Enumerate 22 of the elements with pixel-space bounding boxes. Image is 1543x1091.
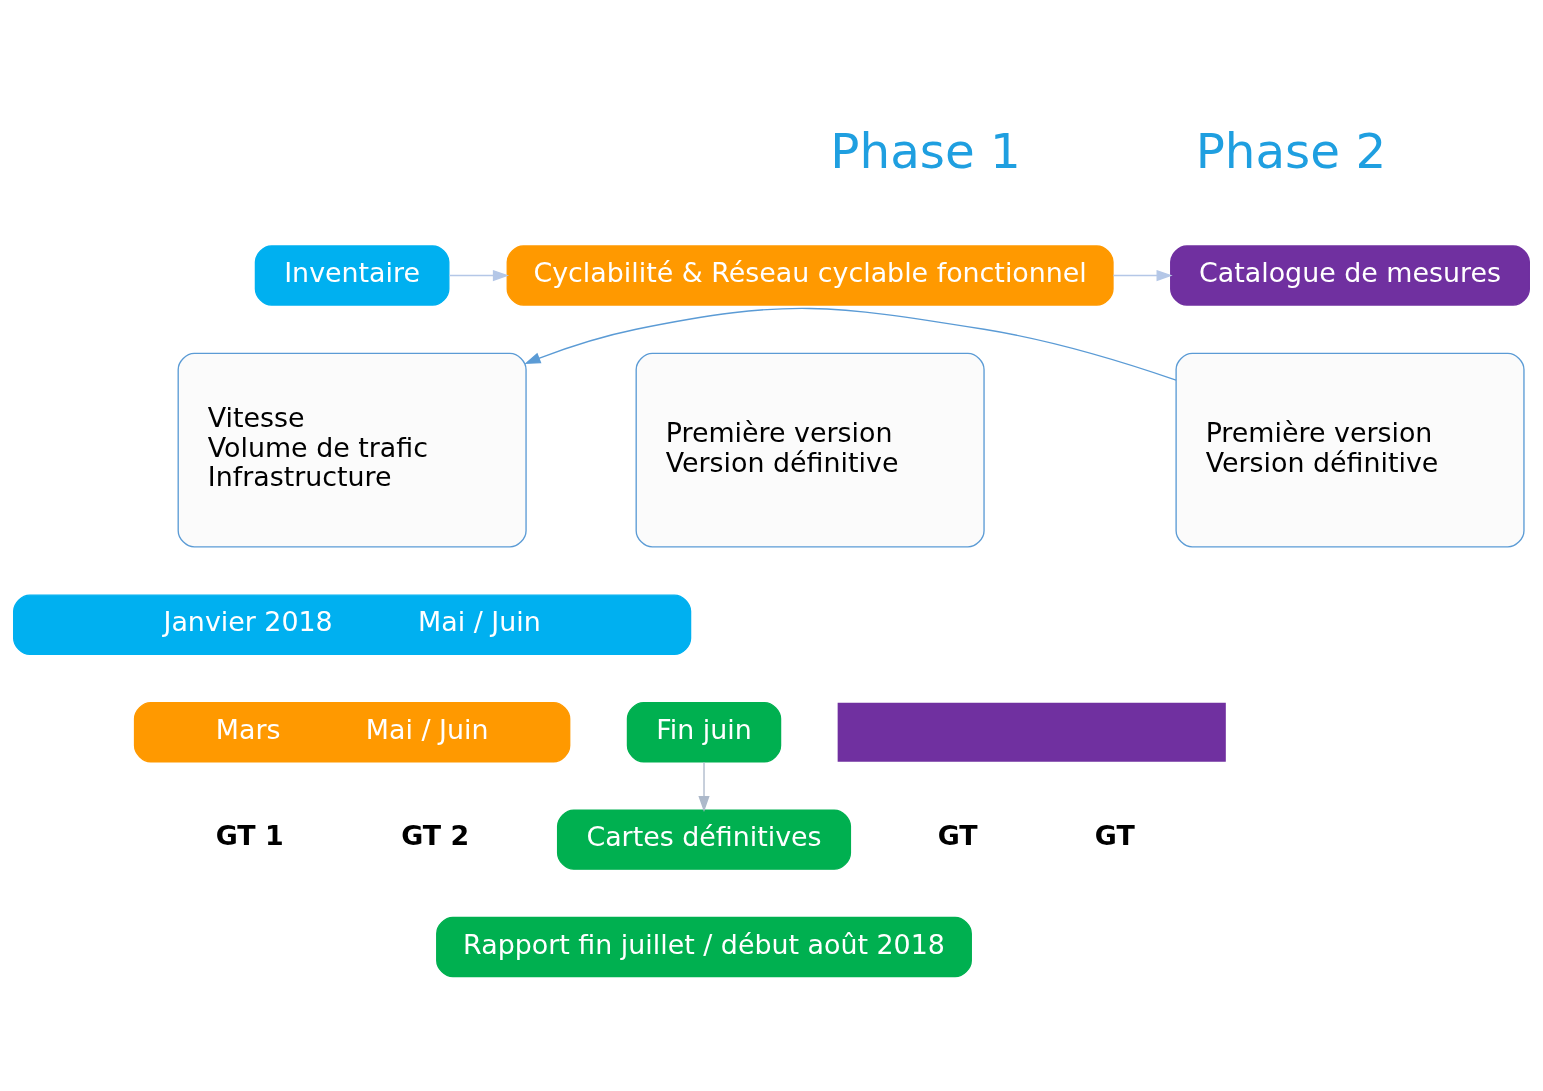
- arrow: [524, 307, 1177, 381]
- node-box: Cartes définitives: [556, 809, 852, 870]
- node-box: Vitesse Volume de trafic Infrastructure: [177, 352, 527, 548]
- node-box: Première version Version définitive: [635, 352, 985, 548]
- label: Phase 2: [1195, 122, 1387, 179]
- node-box: Mars Mai / Juin: [133, 701, 571, 763]
- node-bar: [837, 702, 1226, 762]
- node-box: Première version Version définitive: [1175, 352, 1525, 548]
- node-box: Fin juin: [626, 701, 782, 763]
- node-box: Cyclabilité & Réseau cyclable fonctionnel: [506, 245, 1114, 306]
- label: GT: [1094, 820, 1135, 852]
- node-box: Inventaire: [254, 245, 450, 306]
- arrow: [698, 761, 710, 813]
- label: GT 1: [215, 820, 284, 852]
- node-box: Rapport fin juillet / début août 2018: [436, 916, 972, 978]
- label: Phase 1: [830, 122, 1021, 179]
- arrow: [1112, 269, 1173, 282]
- label: GT 2: [401, 820, 470, 852]
- arrow: [448, 269, 509, 282]
- node-box: Catalogue de mesures: [1170, 245, 1530, 306]
- node-box: Janvier 2018 Mai / Juin: [13, 594, 692, 655]
- label: GT: [937, 820, 978, 852]
